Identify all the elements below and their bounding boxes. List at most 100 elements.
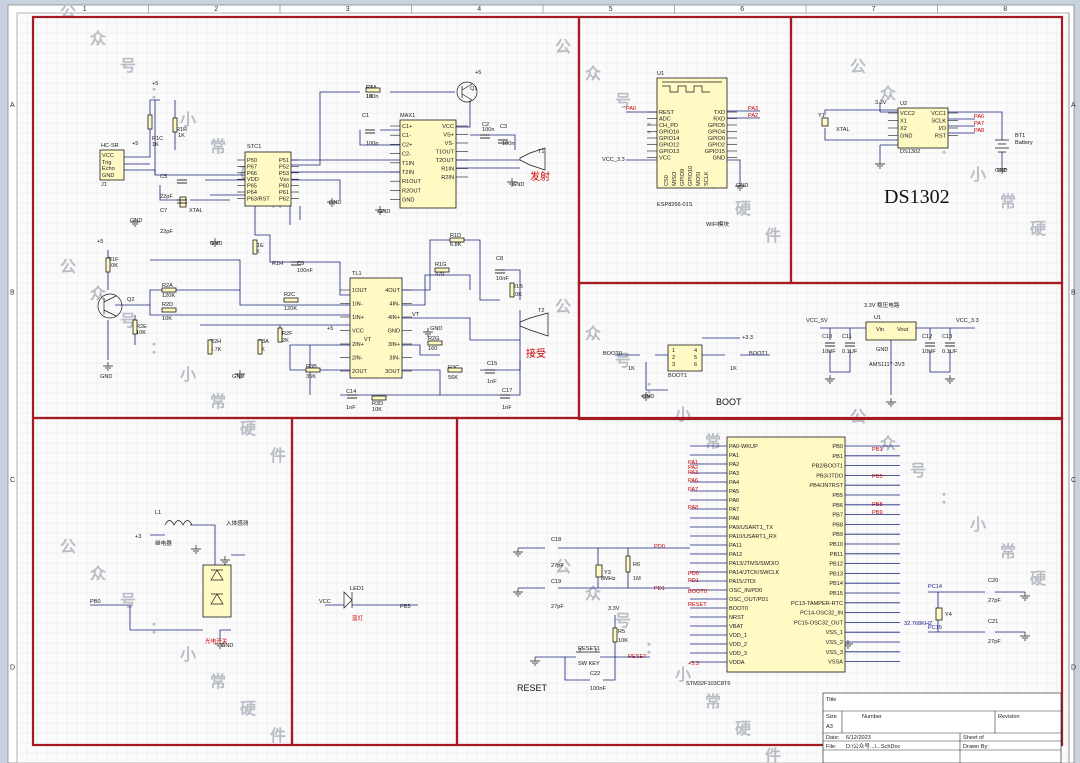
pin-label: PA0-WKUP [729, 444, 758, 450]
pin-label: P62 [279, 196, 289, 202]
pin-label: CH_PD [659, 123, 678, 129]
passive-label: C7 [160, 208, 167, 214]
pin-label: R2OUT [402, 188, 422, 194]
pin-label: P52 [279, 164, 289, 170]
pin-label: ADC [659, 117, 671, 123]
watermark-char: ： [150, 85, 166, 102]
pin-label: T1IN [402, 161, 414, 167]
svg-text:VCC: VCC [102, 153, 114, 159]
pin-label: PA11 [729, 543, 742, 549]
pin-label: GPIO9 [680, 169, 686, 186]
led-section: LED1 蓝灯 VCC PB5 [319, 586, 418, 622]
net-label: GND [378, 209, 390, 215]
pin-label: PB4/JNTRST [809, 483, 843, 489]
watermark-char: 小 [675, 666, 691, 684]
pin-label: PB10 [829, 542, 843, 548]
ruler-row-label: C [10, 477, 15, 484]
ruler-col-label: 3 [346, 6, 350, 13]
mcu-section: PA0-WKUPPA1PA2PA3PA4PA5PA6PA7PA8PA9/USAR… [517, 436, 1025, 693]
svg-text:PA6: PA6 [974, 114, 984, 120]
cap-ref: C13 [942, 334, 952, 340]
svg-text:Y1: Y1 [818, 113, 825, 119]
pin-label: X1 [900, 119, 907, 125]
svg-text:XTAL: XTAL [836, 127, 850, 133]
svg-text:Date:: Date: [826, 735, 840, 741]
crystal: XTAL [179, 196, 203, 214]
net-label: +5 [152, 81, 158, 87]
svg-text:PA2: PA2 [748, 113, 758, 119]
svg-text:GND: GND [736, 183, 748, 189]
pin-label: GPIO0 [708, 136, 725, 142]
pin-label: R1OUT [402, 179, 422, 185]
watermark-char: 硬 [240, 420, 257, 438]
svg-text:U1: U1 [874, 315, 881, 321]
svg-text:10K: 10K [618, 638, 628, 644]
svg-text:GND: GND [995, 168, 1007, 174]
pin-label: PB3/JTDO [816, 473, 843, 479]
section-frames [31, 15, 1064, 747]
svg-text:Number: Number [862, 714, 882, 720]
svg-text:GND: GND [102, 173, 114, 179]
passive-label: 1K [178, 133, 185, 139]
hcsr-header: HC-SR VCC Trig Echo GND J1 [99, 143, 125, 188]
ruler-row-label: D [10, 664, 15, 671]
passive-label: R2E [136, 324, 147, 330]
passive-label: C15 [487, 361, 497, 367]
watermark-char: 硬 [735, 200, 752, 218]
wifi-section: U1 RESTADCCH_PDGPIO16GPIO14GPIO12GPIO13V… [602, 71, 760, 228]
watermark-char: ： [150, 340, 166, 357]
pin-label: 3IN- [389, 356, 400, 362]
svg-text:PB5: PB5 [400, 604, 411, 610]
svg-text:C21: C21 [988, 619, 998, 625]
pin-label: VDD_2 [729, 642, 747, 648]
watermark-char: 公 [555, 558, 571, 576]
pin-label: PB1 [832, 454, 843, 460]
pin-label: PC13-TAMPER-RTC [791, 601, 843, 607]
cap-ref: C10 [822, 334, 832, 340]
passive-label: R1G [435, 262, 447, 268]
cap-value: 0.1UF [942, 349, 958, 355]
svg-text:3.3V: 3.3V [608, 606, 620, 612]
pin-label: PB8 [832, 522, 843, 528]
svg-text:PA7: PA7 [974, 121, 984, 127]
svg-text:PB0: PB0 [90, 599, 101, 605]
svg-text:VCC_3.3: VCC_3.3 [956, 318, 979, 324]
watermark-char: 号 [615, 352, 631, 370]
net-label: +3.3 [688, 661, 699, 667]
pin-label: REST [659, 110, 675, 116]
passive-label: 4.7K [210, 347, 222, 353]
net-label: BOOT0 [688, 589, 707, 595]
net-label: PA6 [688, 478, 698, 484]
watermark-char: 硬 [1030, 220, 1047, 238]
pin-label: 3 [672, 362, 675, 368]
svg-text:27pF: 27pF [988, 639, 1001, 645]
watermark-char: 小 [970, 166, 986, 184]
cap-value: 10UF [922, 349, 936, 355]
pin-label: GND [388, 329, 400, 335]
ldo-part: AMS1117-3V3 [869, 362, 905, 368]
svg-text:BT1: BT1 [1015, 133, 1025, 139]
svg-text:Drawn By:: Drawn By: [963, 744, 989, 750]
pin-label: C2+ [402, 142, 412, 148]
svg-text:GND: GND [642, 394, 654, 400]
pin-label: P67 [247, 164, 257, 170]
pin-label: VDD [247, 177, 259, 183]
watermark-char: 硬 [1030, 570, 1047, 588]
watermark-char: 号 [120, 57, 136, 75]
svg-text:Y4: Y4 [945, 612, 952, 618]
watermark-char: ： [645, 640, 661, 657]
pin-label: PA9/USART1_TX [729, 525, 773, 531]
max-chip: MAX1 C1+C1-C2+C2-T1INT2INR1OUTR2OUTGNDVC… [390, 113, 468, 209]
ruler-row-label: B [10, 289, 15, 296]
ruler-col-label: 7 [872, 6, 876, 13]
pin-label: GND [402, 198, 414, 204]
ruler-col-label: 6 [740, 6, 744, 13]
watermark-char: 小 [180, 111, 196, 129]
pin-label: C1- [402, 133, 411, 139]
ruler-row-label: A [10, 102, 15, 109]
pin-label: VSS_3 [826, 650, 843, 656]
svg-text:Q2: Q2 [127, 297, 134, 303]
net-label: RESET [688, 602, 707, 608]
pin-label: 4OUT [385, 288, 401, 294]
